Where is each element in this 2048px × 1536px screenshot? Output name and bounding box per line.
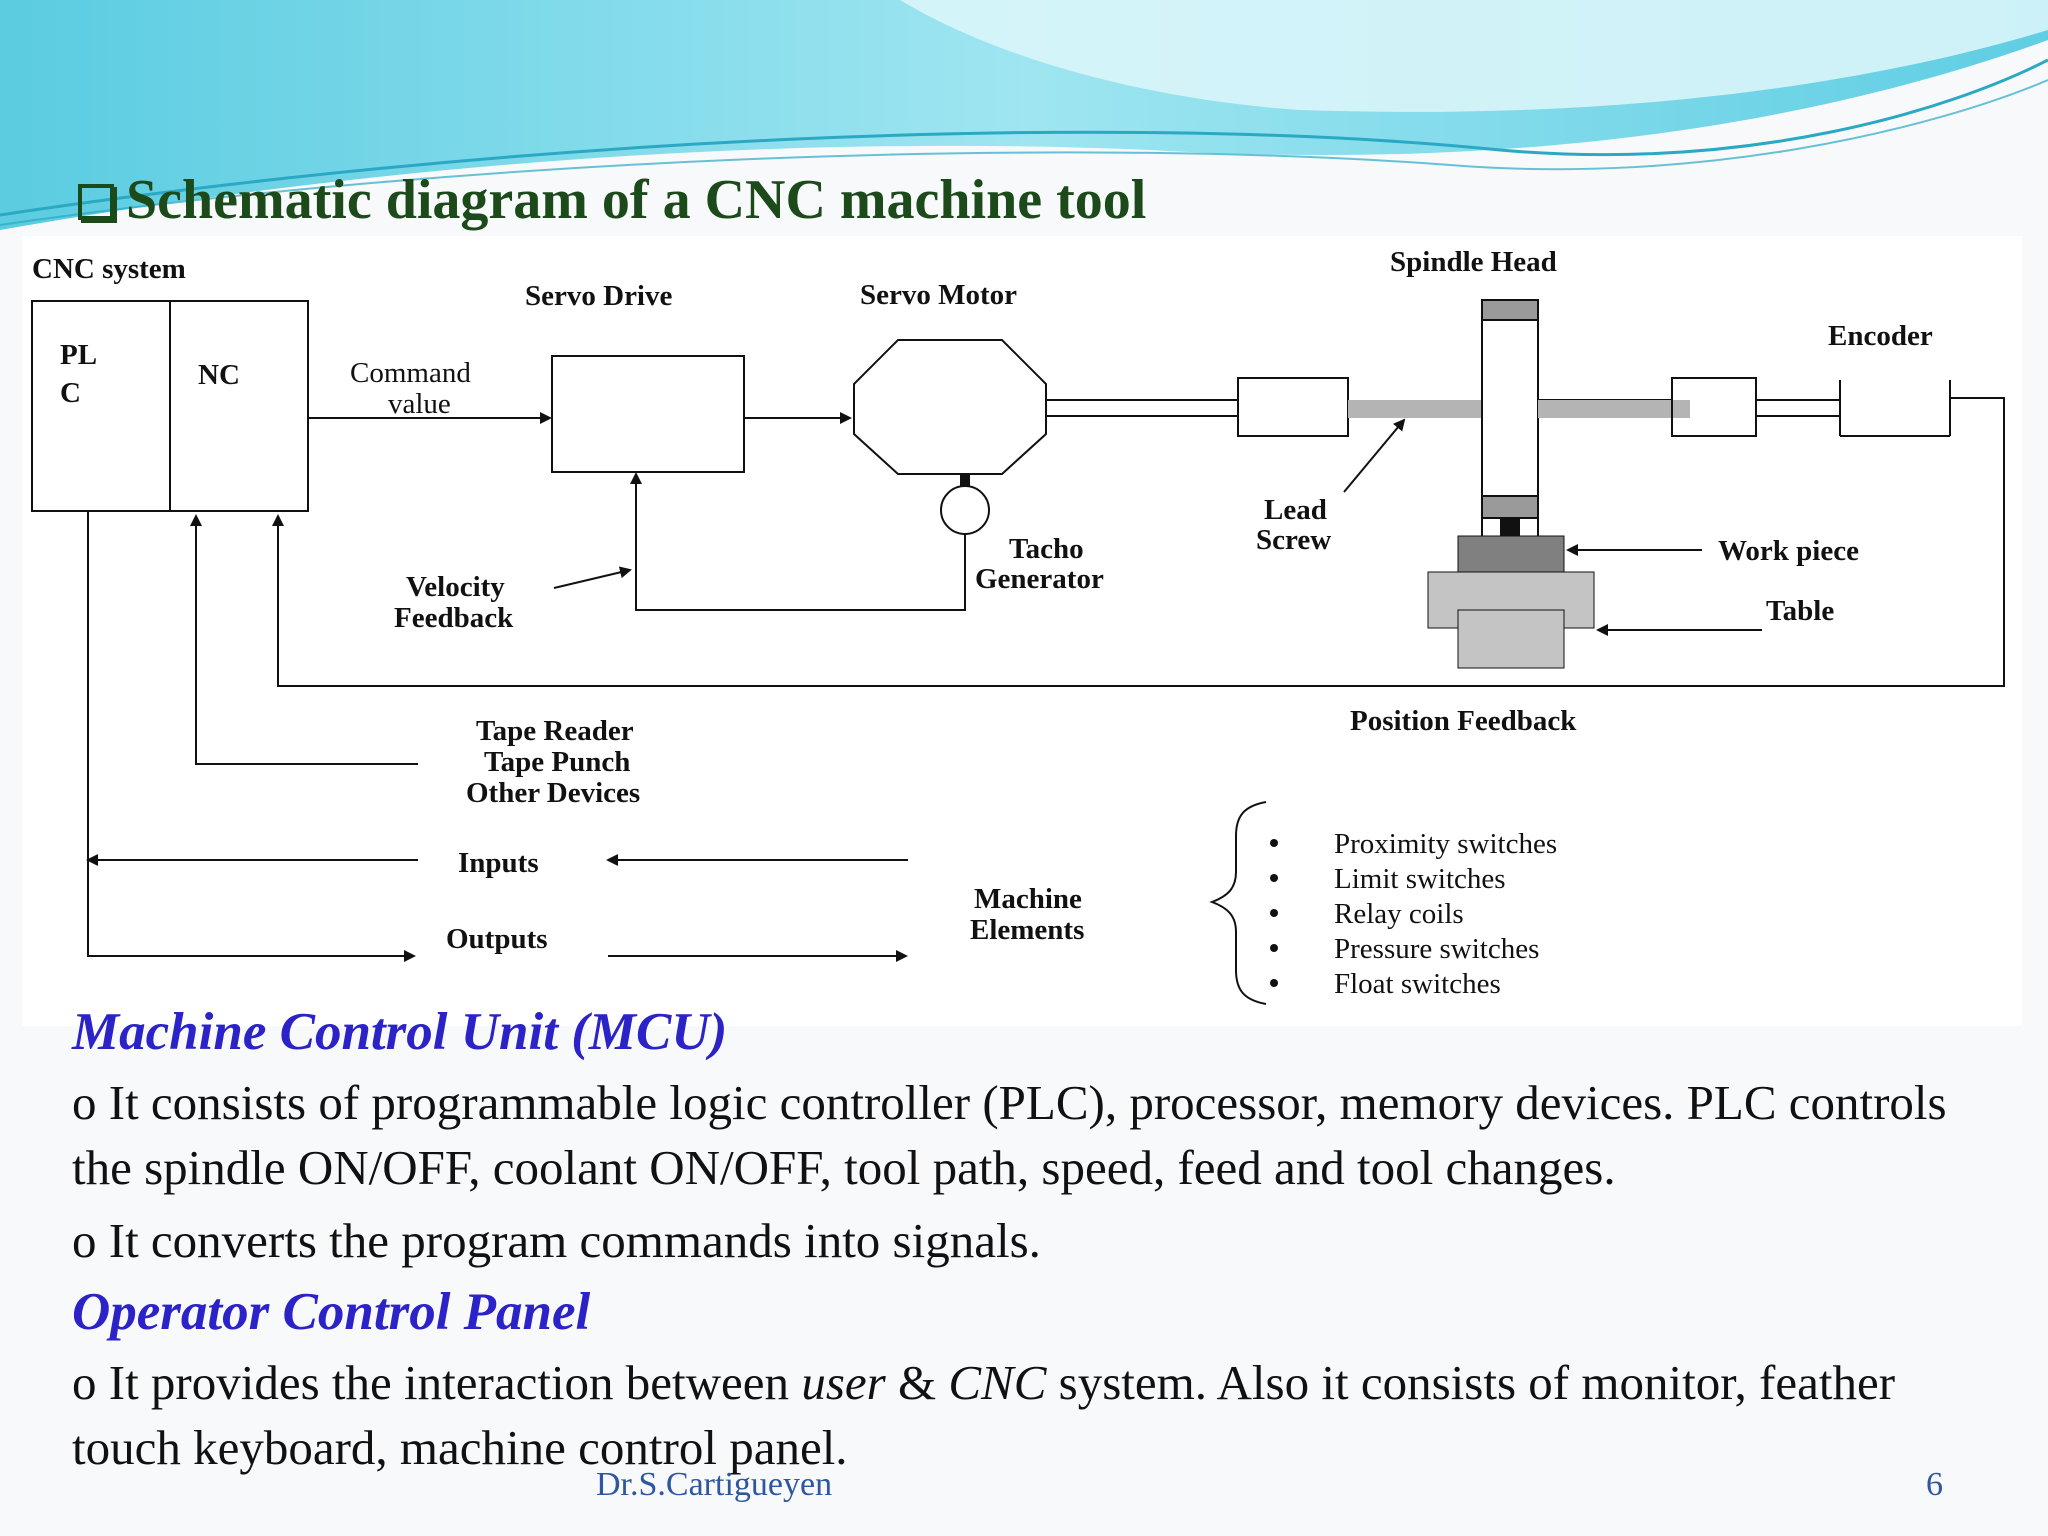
ocp-text-a: o It provides the interaction between (72, 1355, 802, 1410)
encoder-label: Encoder (1828, 320, 1933, 352)
cnc-system-label: CNC system (32, 253, 186, 285)
device-tape-reader: Tape Reader (476, 715, 634, 747)
bullet-icon (1270, 909, 1278, 917)
machine-elements-line1: Machine (974, 883, 1082, 915)
command-value-line2: value (388, 388, 451, 420)
plc-label-line2: C (60, 377, 81, 409)
servo-motor-octagon (853, 339, 1047, 475)
switch-item: Limit switches (1334, 863, 1506, 895)
switch-item: Proximity switches (1334, 828, 1557, 860)
cnc-schematic-diagram: CNC system PL C NC Command value Servo D… (22, 236, 2022, 1026)
velocity-pointer-arrow (553, 566, 632, 589)
lead-screw-pointer (1343, 418, 1406, 493)
command-value-line1: Command (350, 357, 471, 389)
switch-item: Relay coils (1334, 898, 1464, 930)
velocity-line1: Velocity (406, 571, 505, 603)
mcu-paragraph-2: o It converts the program commands into … (72, 1213, 1041, 1268)
ocp-heading: Operator Control Panel (72, 1283, 591, 1341)
bullet-icon (1270, 944, 1278, 952)
plc-label-line1: PL (60, 339, 97, 371)
velocity-line2: Feedback (394, 602, 514, 634)
bullet-icon (1270, 839, 1278, 847)
device-tape-punch: Tape Punch (484, 746, 630, 778)
page-number: 6 (1926, 1466, 1943, 1503)
spindle-head-base (1481, 495, 1539, 519)
servo-motor-label: Servo Motor (860, 279, 1017, 311)
ocp-text-cnc: CNC (948, 1355, 1047, 1410)
nc-box (169, 300, 309, 512)
position-feedback-loop (272, 397, 2005, 687)
lead-screw-line2: Screw (1256, 524, 1331, 556)
work-piece-label: Work piece (1718, 535, 1859, 567)
right-lead-screw-bar (1538, 400, 1690, 418)
work-piece-block (1457, 535, 1565, 573)
slide-title-text: Schematic diagram of a CNC machine tool (126, 169, 1147, 231)
ocp-text-amp: & (885, 1355, 949, 1410)
coupling-box (1237, 377, 1349, 437)
servo-drive-label: Servo Drive (525, 280, 672, 312)
devices-arrow (190, 514, 418, 765)
footer-author: Dr.S.Cartigueyen (596, 1466, 833, 1503)
spindle-head-cap (1481, 299, 1539, 321)
machine-elements-line2: Elements (970, 914, 1084, 946)
outputs-arrow-from-plc (87, 512, 416, 962)
tacho-line2: Generator (975, 563, 1104, 595)
table-label: Table (1766, 595, 1834, 627)
header-wave-decoration (0, 0, 2048, 230)
slide-title: Schematic diagram of a CNC machine tool (78, 168, 1146, 232)
position-feedback-label: Position Feedback (1350, 705, 1577, 737)
ocp-text-b: system. Also it consists of monitor, fea… (72, 1355, 1896, 1475)
lead-screw-line1: Lead (1264, 494, 1327, 526)
spindle-head-label: Spindle Head (1390, 246, 1557, 278)
velocity-feedback-loop (630, 472, 966, 611)
outputs-label: Outputs (446, 923, 548, 955)
mcu-paragraph-1: o It consists of programmable logic cont… (72, 1075, 1947, 1195)
switch-item: Pressure switches (1334, 933, 1539, 965)
switch-item: Float switches (1334, 968, 1501, 1000)
nc-label: NC (198, 359, 240, 391)
encoder-coupling-box (1671, 377, 1757, 437)
motor-shaft-stub (960, 474, 970, 486)
tacho-generator-circle (940, 485, 990, 535)
tacho-line1: Tacho (1009, 533, 1084, 565)
table-base-block (1457, 609, 1565, 669)
bullet-icon (1270, 874, 1278, 882)
bullet-icon (1270, 979, 1278, 987)
plc-box (31, 300, 171, 512)
ocp-paragraph-1: o It provides the interaction between us… (72, 1350, 1984, 1480)
servo-drive-box (551, 355, 745, 473)
device-other: Other Devices (466, 777, 640, 809)
inputs-label: Inputs (458, 847, 539, 879)
curly-brace (1209, 801, 1267, 1005)
schematic-svg: CNC system PL C NC Command value Servo D… (31, 246, 2005, 1005)
mcu-heading: Machine Control Unit (MCU) (72, 1003, 728, 1061)
checkbox-bullet-icon (78, 184, 114, 220)
ocp-text-user: user (801, 1355, 886, 1410)
